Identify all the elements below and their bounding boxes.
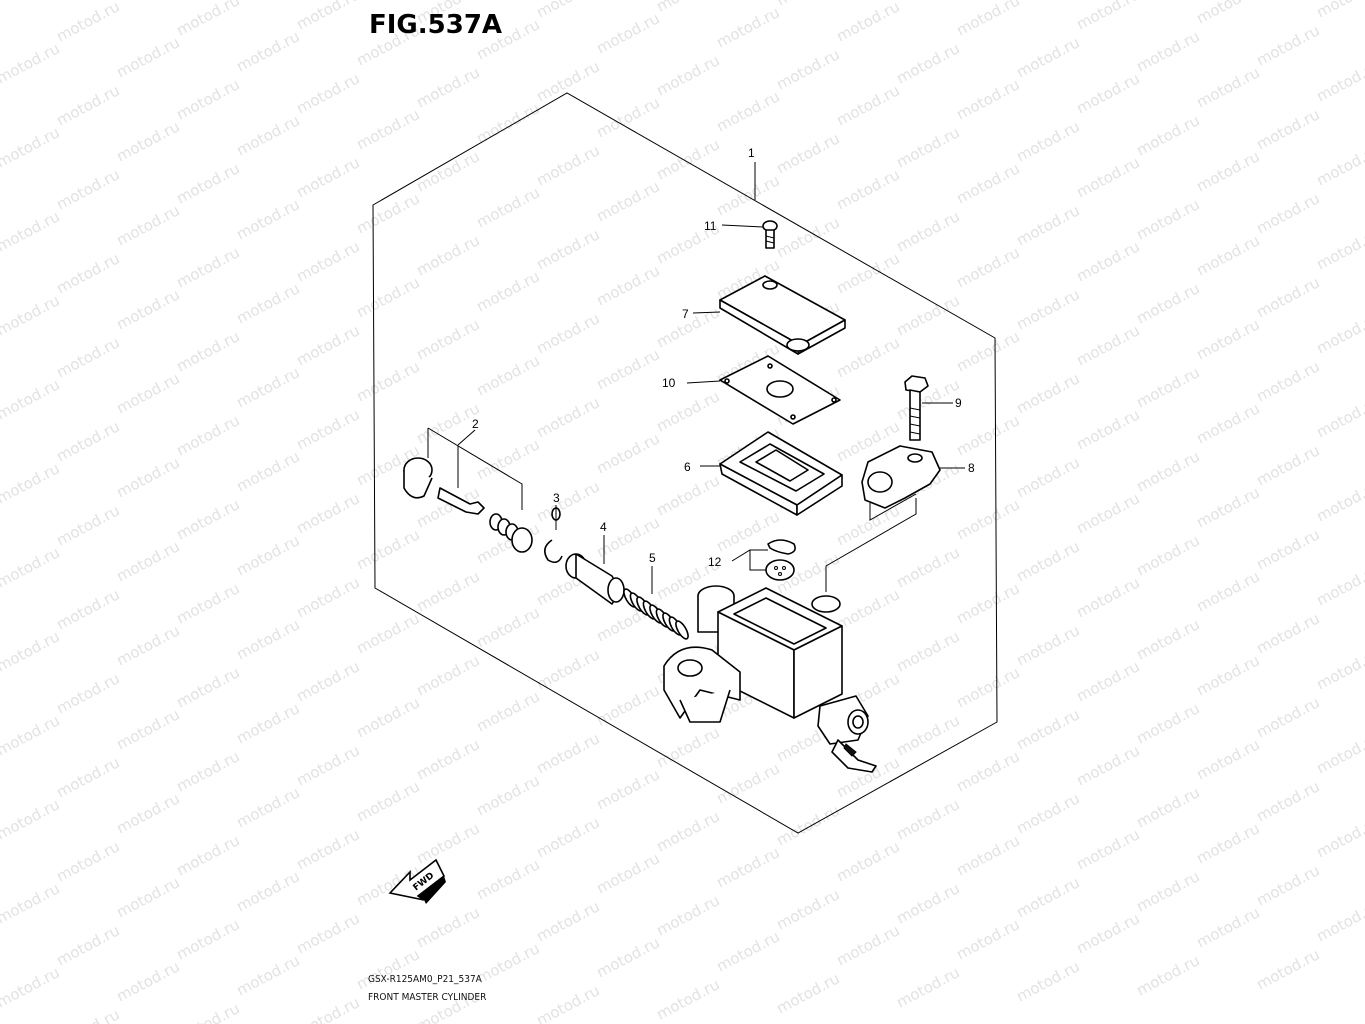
callout-3: 3 [553, 491, 560, 505]
callout-9: 9 [955, 396, 962, 410]
spring-coil [675, 620, 689, 640]
circlip-part[interactable] [544, 505, 563, 564]
forward-direction-arrow-icon: FWD [388, 858, 446, 904]
callout-5: 5 [649, 551, 656, 565]
diaphragm-part[interactable] [700, 431, 843, 516]
holder-clamp-part[interactable] [861, 445, 965, 509]
callout-2: 2 [472, 417, 479, 431]
callout-6: 6 [684, 460, 691, 474]
assembly-outline [372, 92, 998, 834]
callout-8: 8 [968, 461, 975, 475]
callout-12: 12 [708, 555, 722, 569]
connector-part[interactable] [731, 539, 796, 581]
callout-4: 4 [600, 520, 607, 534]
figure-name: FRONT MASTER CYLINDER [368, 992, 487, 1003]
piston-kit-part[interactable] [403, 427, 533, 553]
diaphragm-plate-part[interactable] [686, 355, 841, 425]
return-spring-part[interactable] [622, 587, 691, 640]
master-cylinder-body-part[interactable] [663, 585, 877, 773]
screw-part[interactable] [721, 220, 778, 249]
reservoir-cap-part[interactable] [692, 275, 846, 355]
callout-10: 10 [662, 376, 676, 390]
callout-11: 11 [704, 219, 717, 233]
push-rod-part[interactable] [565, 535, 625, 605]
figure-title: FIG.537A [369, 10, 503, 40]
bolt-part[interactable] [904, 375, 953, 441]
figure-code: GSX-R125AM0_P21_537A [368, 974, 482, 985]
callout-7: 7 [682, 307, 689, 321]
callout-1: 1 [748, 146, 755, 160]
